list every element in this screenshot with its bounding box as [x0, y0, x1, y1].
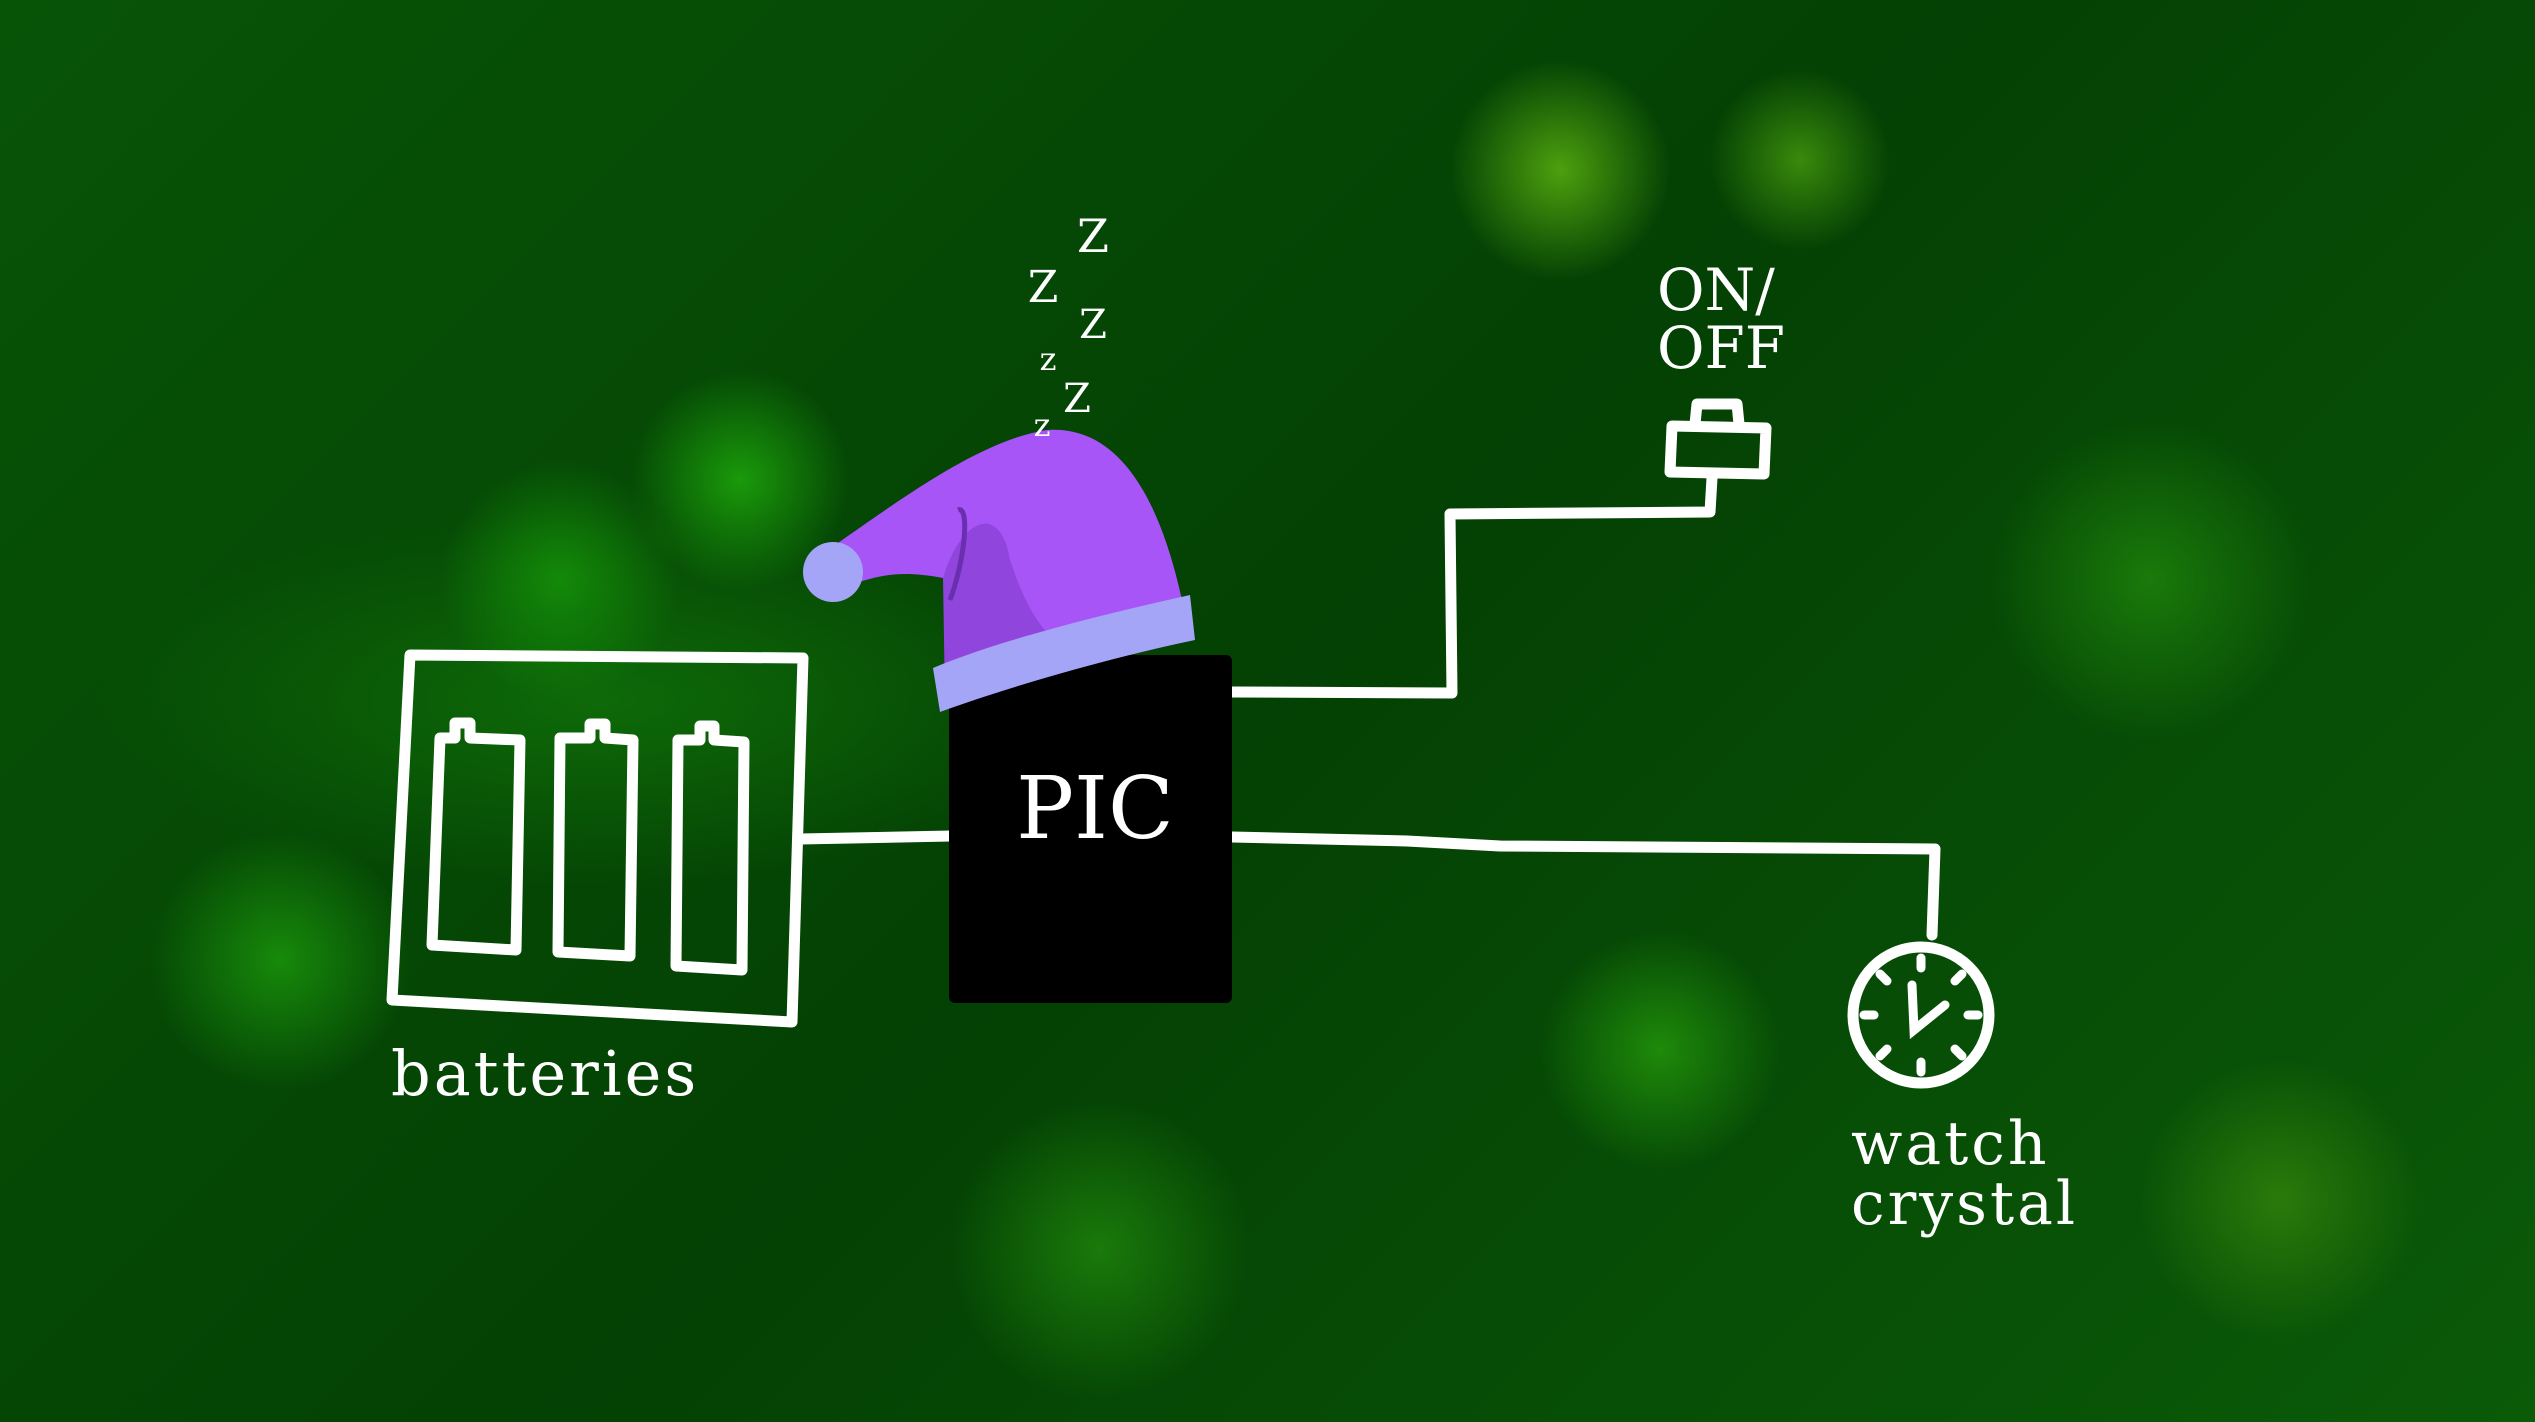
batteries-label: batteries: [391, 1037, 699, 1110]
svg-text:Z: Z: [1063, 376, 1091, 422]
sleep-z-marks: Z Z Z z Z z: [1028, 209, 1109, 444]
battery-pack-icon: [386, 649, 809, 1028]
nightcap-icon: [803, 429, 1195, 712]
clock-icon: [1847, 941, 1995, 1089]
svg-text:Z: Z: [1077, 209, 1109, 263]
wire-pic-to-switch: [1226, 472, 1718, 699]
crystal-label-line2: crystal: [1851, 1169, 2078, 1239]
svg-text:Z: Z: [1079, 302, 1107, 348]
switch-icon: [1664, 398, 1772, 480]
pic-label: PIC: [1016, 759, 1174, 859]
switch-label-line2: OFF: [1657, 314, 1785, 382]
pic-chip: [949, 655, 1232, 1003]
crystal-label-line1: watch: [1851, 1109, 2050, 1179]
switch-label-line1: ON/: [1657, 256, 1775, 324]
wire-battery-to-pic: [794, 830, 957, 845]
svg-text:Z: Z: [1028, 262, 1059, 313]
svg-text:z: z: [1034, 406, 1051, 444]
wire-pic-to-crystal: [1226, 831, 1941, 941]
svg-text:z: z: [1040, 340, 1057, 378]
